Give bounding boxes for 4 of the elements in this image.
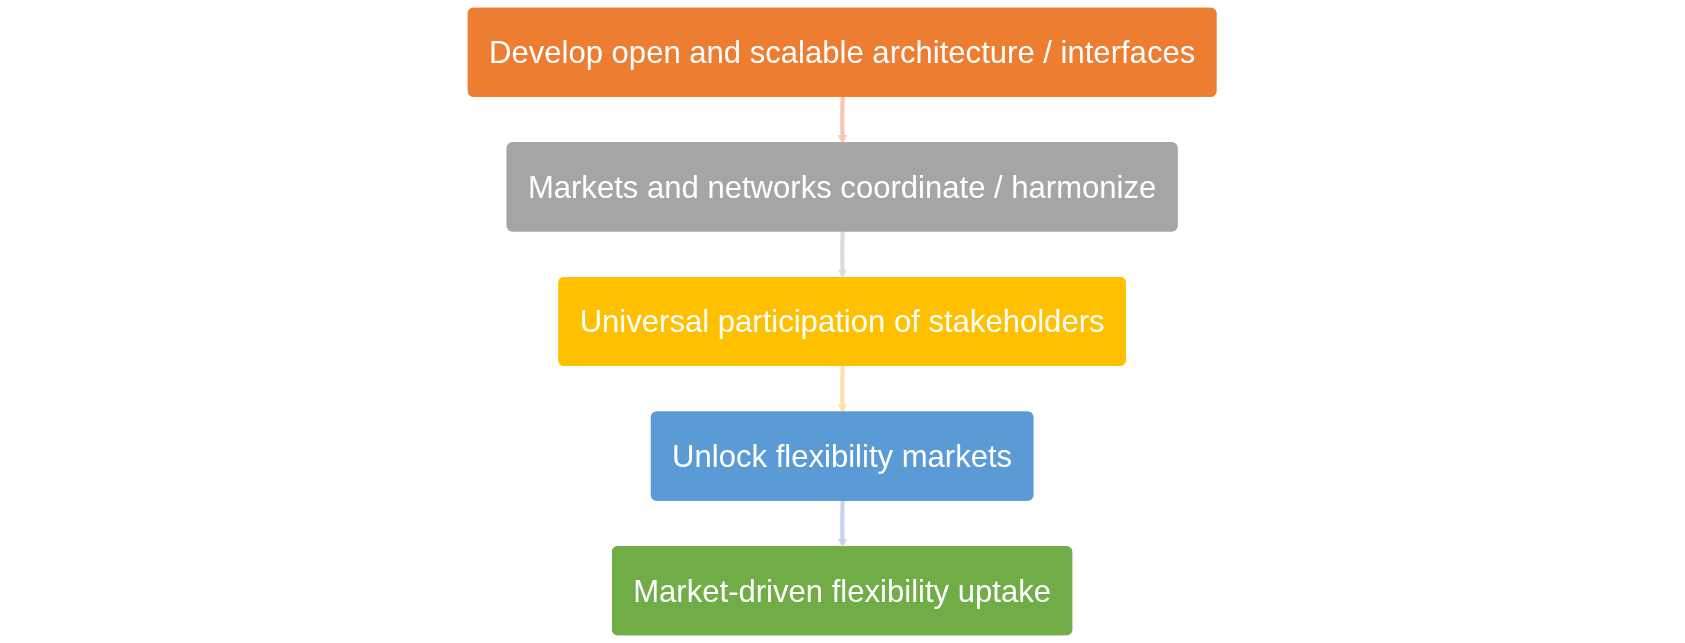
arrow xyxy=(838,365,848,414)
arrow xyxy=(838,231,848,279)
arrow xyxy=(838,500,848,548)
arrow xyxy=(838,96,848,144)
